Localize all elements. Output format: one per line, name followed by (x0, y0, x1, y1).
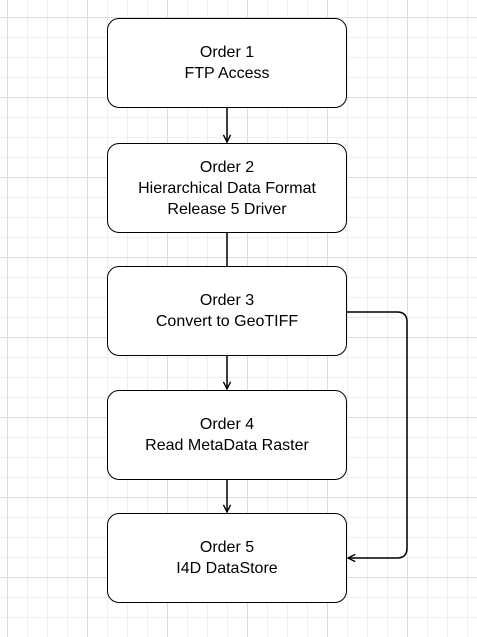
node-order-5[interactable]: Order 5 I4D DataStore (107, 513, 347, 603)
node-order-1[interactable]: Order 1 FTP Access (107, 18, 347, 108)
node-order-3[interactable]: Order 3 Convert to GeoTIFF (107, 266, 347, 356)
node-order-2-label: Hierarchical Data Format (138, 179, 316, 197)
node-order-1-title: Order 1 (199, 44, 255, 61)
edge-order3-to-order5 (347, 311, 408, 558)
node-order-2[interactable]: Order 2 Hierarchical Data Format Release… (107, 143, 347, 233)
node-order-2-label-line2: Release 5 Driver (167, 200, 287, 218)
node-order-4-title: Order 4 (199, 416, 255, 433)
node-order-4-label: Read MetaData Raster (145, 437, 309, 454)
node-order-3-title: Order 3 (199, 292, 255, 309)
node-order-5-title: Order 5 (199, 539, 255, 556)
node-order-5-label: I4D DataStore (176, 560, 278, 577)
node-order-1-label: FTP Access (184, 65, 270, 82)
node-order-3-label: Convert to GeoTIFF (155, 313, 299, 330)
node-order-2-title: Order 2 (199, 158, 255, 176)
node-order-4[interactable]: Order 4 Read MetaData Raster (107, 390, 347, 480)
